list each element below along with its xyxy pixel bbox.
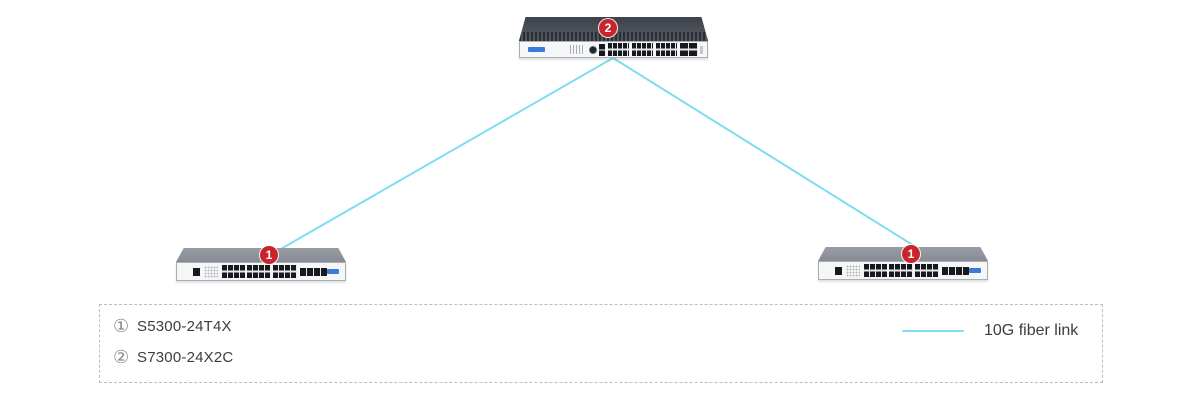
legend-marker-1: ① bbox=[113, 316, 130, 336]
brand-logo-icon bbox=[969, 268, 981, 273]
legend-label-s7300: S7300-24X2C bbox=[137, 349, 234, 366]
fiber-link-left bbox=[278, 57, 614, 251]
rj45-port-bank bbox=[889, 264, 913, 277]
legend-item-s5300: ① S5300-24T4X bbox=[113, 316, 232, 337]
rj45-port-bank bbox=[914, 264, 939, 277]
chassis-front-panel bbox=[818, 261, 988, 280]
fiber-link-swatch bbox=[902, 330, 964, 332]
chassis-front-panel bbox=[519, 41, 708, 58]
sfp-plus-port-row bbox=[299, 267, 328, 276]
vent-dots-icon bbox=[203, 265, 218, 278]
mgmt-port-icon bbox=[599, 43, 605, 56]
brand-logo-icon bbox=[528, 47, 545, 52]
panel-label-icon bbox=[700, 45, 703, 54]
rj45-port-bank bbox=[863, 264, 888, 277]
switch-s5300-24t4x-right: 1 bbox=[818, 245, 988, 280]
rj45-port-bank bbox=[221, 265, 246, 278]
legend-box: ① S5300-24T4X ② S7300-24X2C 10G fiber li… bbox=[99, 304, 1103, 383]
sfp-plus-port-bank bbox=[608, 43, 629, 56]
sfp-plus-port-row bbox=[941, 266, 970, 275]
fiber-link-right bbox=[612, 57, 917, 248]
console-port-icon bbox=[835, 266, 842, 275]
legend-label-s5300: S5300-24T4X bbox=[137, 318, 232, 335]
switch-s5300-24t4x-left: 1 bbox=[176, 246, 346, 281]
legend-item-s7300: ② S7300-24X2C bbox=[113, 347, 233, 368]
vent-grille-icon bbox=[570, 45, 585, 54]
rj45-port-bank bbox=[272, 265, 297, 278]
console-port-icon bbox=[589, 45, 597, 54]
device-badge-2: 2 bbox=[599, 19, 617, 37]
brand-logo-icon bbox=[327, 269, 339, 274]
device-badge-1: 1 bbox=[902, 245, 920, 263]
vent-dots-icon bbox=[845, 264, 860, 277]
rj45-port-bank bbox=[247, 265, 271, 278]
console-port-icon bbox=[193, 267, 200, 276]
qsfp-port-bank bbox=[680, 43, 698, 56]
switch-s7300-24x2c: 2 bbox=[519, 17, 708, 58]
legend-marker-2: ② bbox=[113, 347, 130, 367]
sfp-plus-port-bank bbox=[656, 43, 677, 56]
sfp-plus-port-bank bbox=[632, 43, 653, 56]
chassis-front-panel bbox=[176, 262, 346, 281]
fiber-link-label: 10G fiber link bbox=[984, 322, 1079, 339]
device-badge-1: 1 bbox=[260, 246, 278, 264]
